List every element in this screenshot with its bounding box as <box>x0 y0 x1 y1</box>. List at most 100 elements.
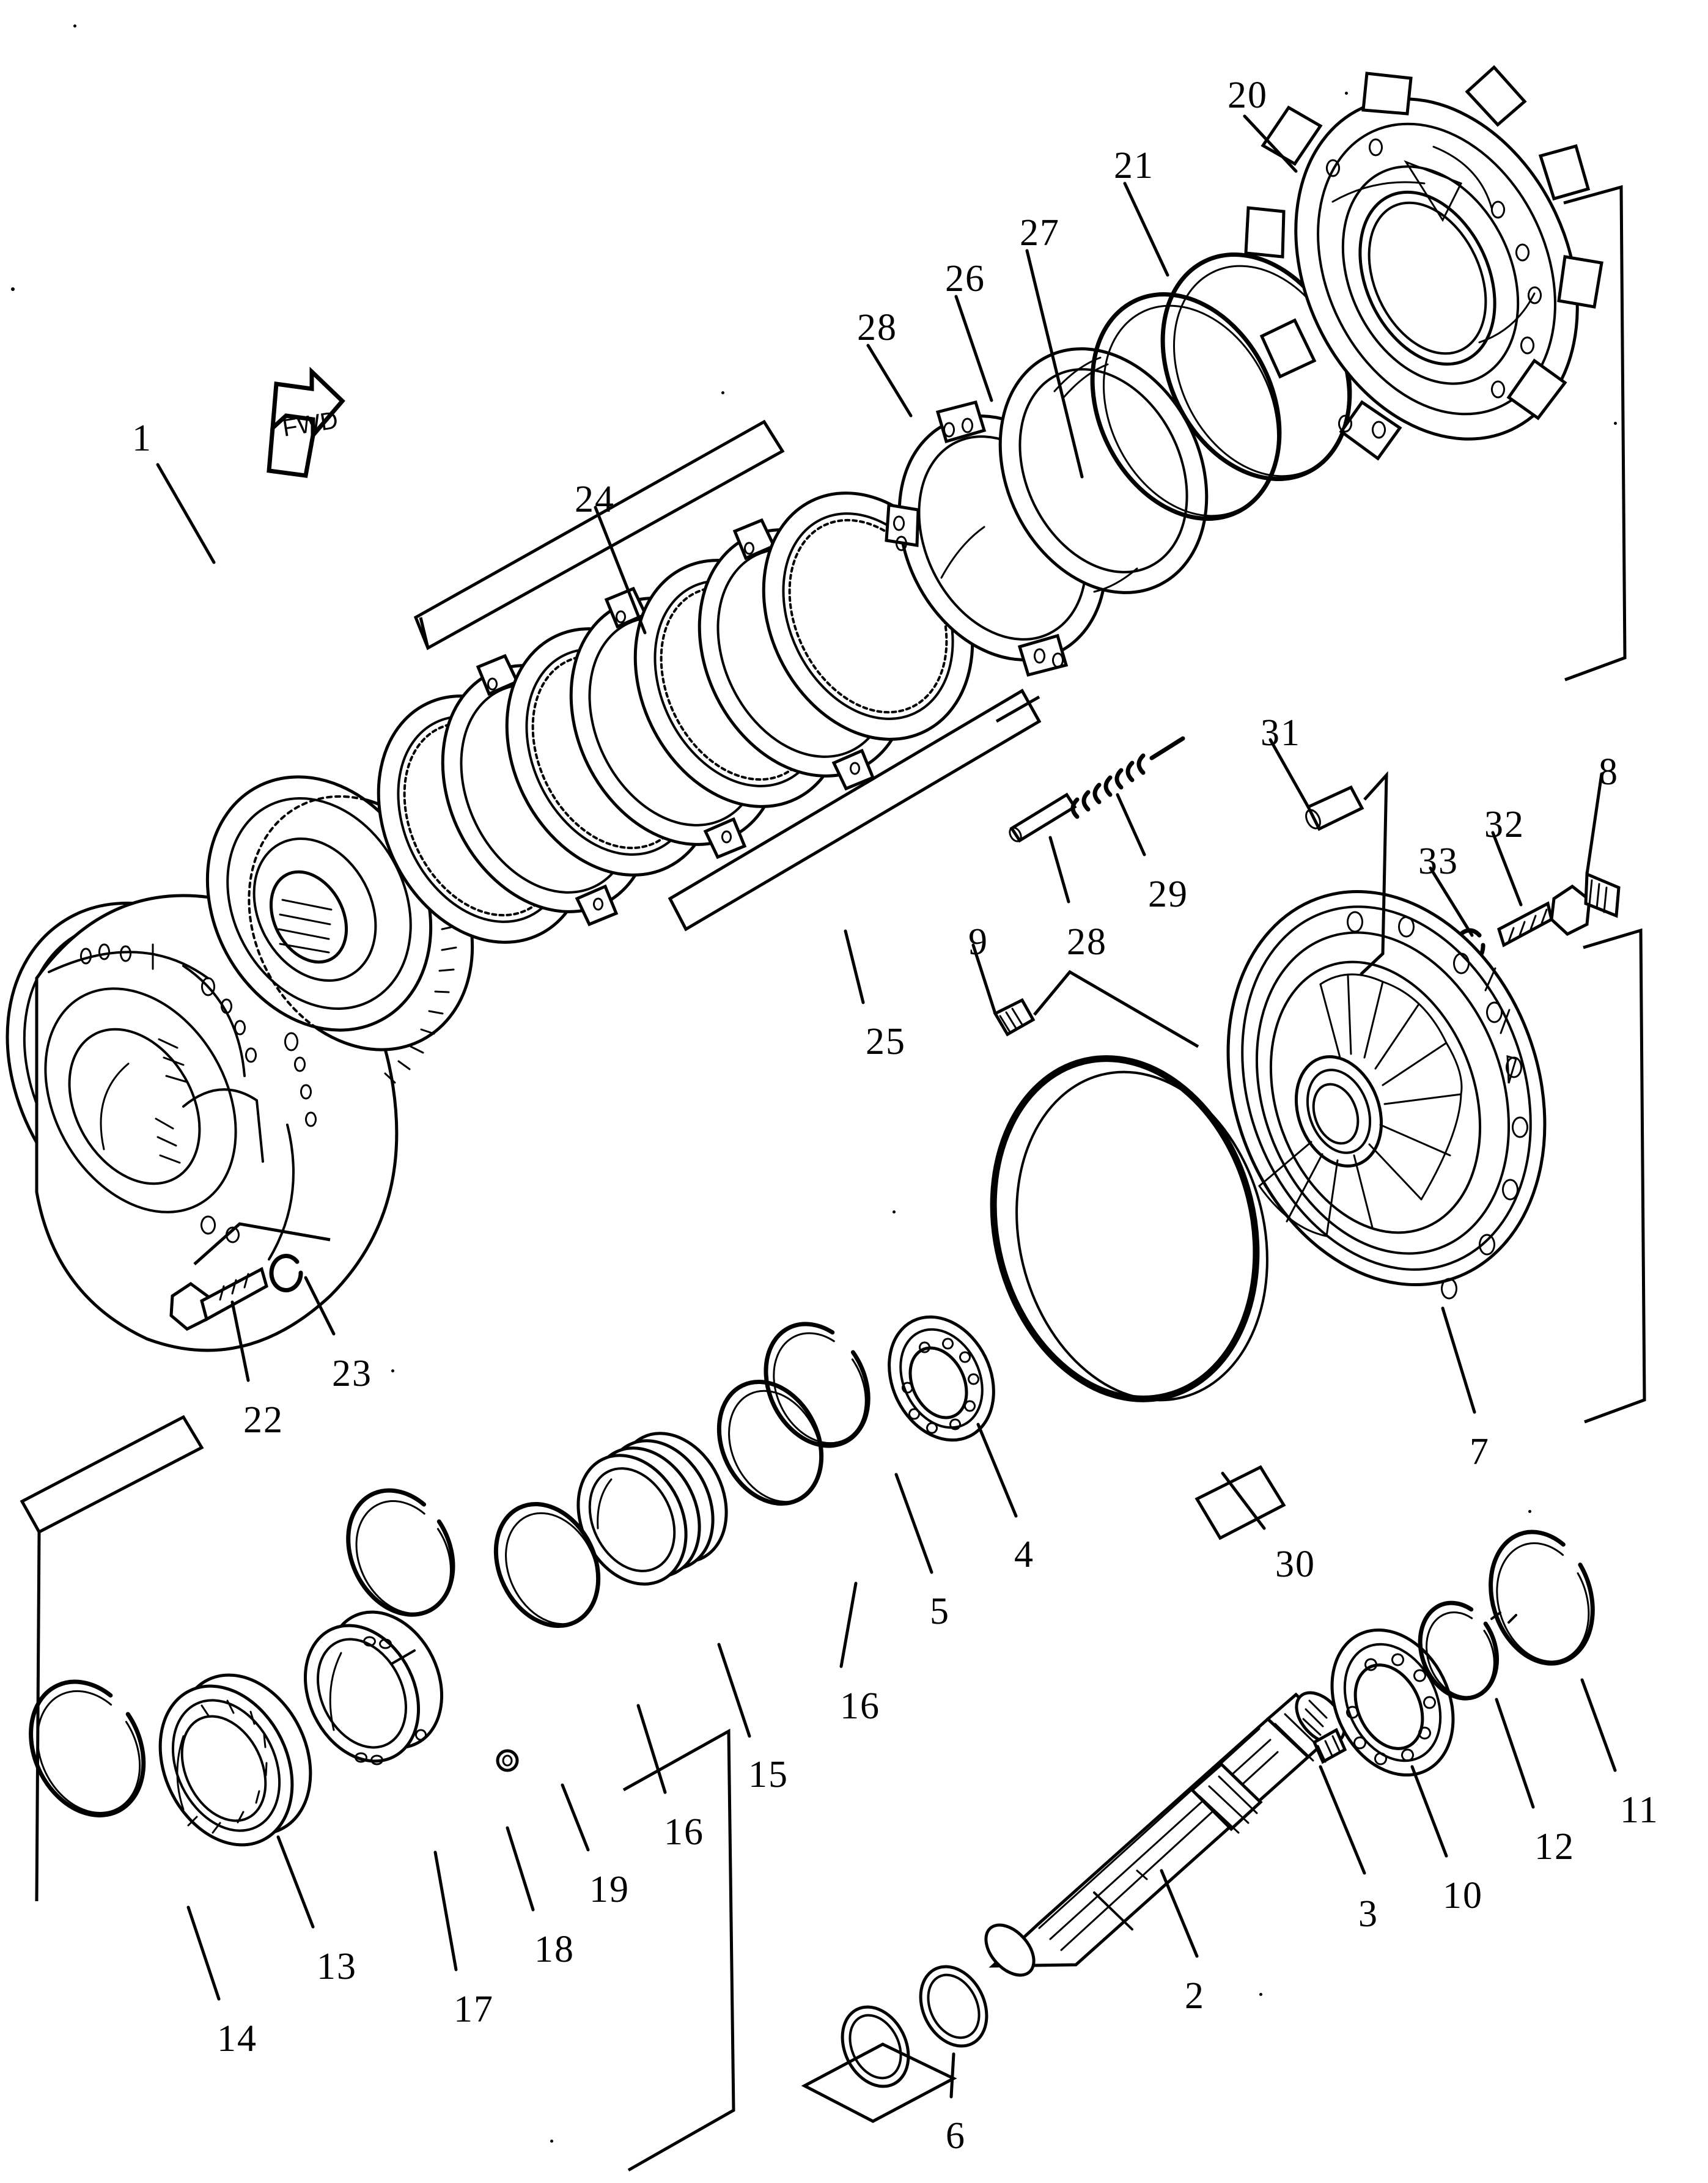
callout-pin: 28 <box>1067 921 1107 963</box>
leader-line-lock-washer <box>1429 866 1474 937</box>
leader-line-clutch-plate-stack <box>844 929 865 1004</box>
leader-line-o-ring <box>636 1704 667 1794</box>
callout-ball-bearing: 10 <box>1443 1875 1483 1916</box>
leader-line-bolt <box>230 1300 250 1382</box>
callout-ball-bearing: 4 <box>1014 1534 1034 1575</box>
scan-speck <box>1345 92 1348 95</box>
scan-speck <box>11 287 15 291</box>
part-17-spacer-ring <box>303 1610 444 1765</box>
scan-speck <box>721 391 724 394</box>
callout-clutch-disc-stack: 24 <box>575 479 615 520</box>
scan-speck <box>1259 1993 1262 1996</box>
callout-dowel-pin: 31 <box>1261 712 1301 754</box>
part-4-ball-bearing <box>888 1315 995 1442</box>
leader-line-clutch-pressure-housing <box>1243 114 1298 173</box>
scan-speck <box>391 1369 394 1372</box>
callout-clutch-plate-stack: 25 <box>866 1021 906 1062</box>
callout-plug: 8 <box>1599 751 1619 793</box>
callout-spring-ring: 21 <box>1114 145 1154 186</box>
callout-snap-ring: 19 <box>589 1869 630 1910</box>
callout-retaining-ring: 11 <box>1620 1789 1659 1831</box>
callout-bolt: 32 <box>1484 804 1525 845</box>
leader-line-spring-pin <box>1319 1765 1366 1875</box>
leader-line-output-shaft <box>1160 1869 1199 1958</box>
scan-speck <box>550 2140 553 2143</box>
part-32-bolt <box>1497 884 1591 948</box>
callout-dowel-pin: 18 <box>534 1929 575 1970</box>
callout-leader-lines <box>156 114 1617 2099</box>
callout-spacer-ring: 17 <box>454 1989 494 2030</box>
callout-seal-ring-set: 6 <box>946 2115 966 2157</box>
part-16-o-ring-a <box>716 1379 824 1506</box>
part-16-o-ring-b <box>493 1501 601 1629</box>
leader-line-snap-ring <box>561 1783 590 1852</box>
leader-line-spring-ring <box>1123 182 1169 277</box>
callout-backing-plate: 27 <box>1020 212 1060 254</box>
leader-line-pin <box>1048 836 1070 904</box>
part-10-ball-bearing <box>1330 1628 1455 1777</box>
leader-line-retaining-ring <box>1580 1678 1617 1772</box>
callout-pin: 28 <box>857 307 897 348</box>
part-19-snap-ring <box>346 1488 455 1617</box>
callout-snap-ring: 12 <box>1534 1826 1575 1868</box>
leader-line-seal-ring-set <box>717 1643 751 1738</box>
callout-compression-spring: 29 <box>1148 874 1188 915</box>
callout-clutch-pressure-housing: 20 <box>1228 75 1268 116</box>
group-brackets <box>20 185 1646 2172</box>
leader-line-o-ring <box>839 1581 858 1668</box>
leader-line-o-ring-large <box>1221 1471 1266 1530</box>
leader-line-snap-ring <box>186 1905 221 2001</box>
leader-line-dowel-pin <box>506 1826 535 1912</box>
part-28-pin-and-29-spring <box>1009 736 1185 843</box>
part-7-turbine-impeller-wheel <box>1226 890 1547 1300</box>
part-14-snap-ring <box>29 1679 146 1817</box>
scan-speck <box>73 24 76 28</box>
leader-line-ball-bearing <box>1410 1765 1448 1858</box>
part-18-dowel-pin <box>496 1749 519 1772</box>
part-27-backing-plate <box>998 347 1209 594</box>
callout-lock-washer: 23 <box>332 1353 372 1394</box>
callout-drive-gear-hub: 1 <box>132 418 152 459</box>
leader-line-clutch-disc-stack <box>594 506 647 635</box>
callout-spring-pin: 3 <box>1358 1893 1379 1935</box>
leader-line-lock-washer <box>304 1276 336 1336</box>
leader-line-compression-spring <box>1116 793 1146 856</box>
leader-line-snap-ring <box>894 1473 933 1574</box>
part-2-output-shaft <box>984 1691 1346 1977</box>
scan-speck <box>1614 422 1617 425</box>
callout-ball-bearing: 13 <box>317 1946 357 1987</box>
callout-output-shaft: 2 <box>1185 1975 1205 2017</box>
part-22-bolt <box>169 1267 268 1331</box>
callout-o-ring: 16 <box>840 1685 880 1727</box>
callout-lock-washer: 33 <box>1418 841 1459 882</box>
leader-line-screw-plug <box>971 943 997 1015</box>
callout-snap-ring: 5 <box>930 1591 950 1632</box>
leader-line-turbine-impeller-wheel <box>1441 1306 1476 1414</box>
callout-o-ring: 16 <box>664 1811 704 1853</box>
leader-line-drive-gear-hub <box>156 463 216 564</box>
callout-snap-ring: 14 <box>217 2018 257 2060</box>
part-15-seal-ring-set <box>576 1432 728 1586</box>
callout-seal-ring-set: 15 <box>748 1754 789 1795</box>
leader-line-bolt <box>1491 831 1523 907</box>
leader-line-backing-plate <box>1025 249 1084 479</box>
part-23-lock-washer <box>269 1254 303 1293</box>
leader-line-ball-bearing <box>976 1423 1018 1518</box>
part-30-large-o-ring <box>990 1055 1268 1402</box>
callout-screw-plug: 9 <box>968 921 988 963</box>
scan-speck <box>1528 1510 1531 1513</box>
forward-direction-arrow <box>267 366 345 478</box>
part-31-dowel-pin <box>1305 785 1364 831</box>
part-20-clutch-pressure-housing <box>1244 65 1603 461</box>
part-3-spring-pin <box>1312 1728 1347 1764</box>
leader-line-snap-ring <box>1495 1698 1535 1809</box>
callout-bolt: 22 <box>243 1399 284 1441</box>
leader-line-pin <box>866 344 913 418</box>
leader-line-plug <box>1585 772 1603 876</box>
scan-speck <box>893 1210 896 1213</box>
leader-line-piston-plate <box>954 295 993 402</box>
leader-line-dowel-pin <box>1268 738 1310 809</box>
leader-line-spacer-ring <box>433 1850 458 1971</box>
